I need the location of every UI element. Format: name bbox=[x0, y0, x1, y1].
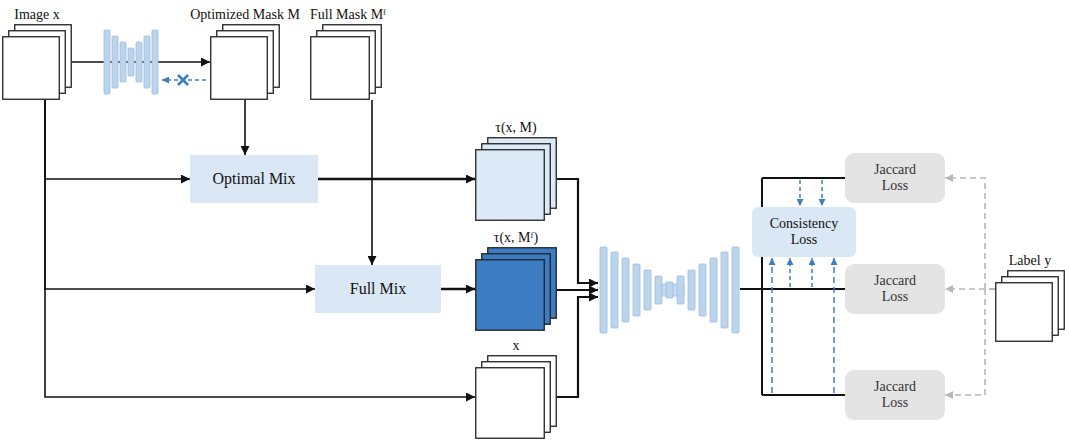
box-label: Consistency Loss bbox=[770, 216, 838, 248]
flow-arrow bbox=[441, 288, 475, 290]
input-line bbox=[557, 297, 598, 397]
cross-mark bbox=[178, 75, 188, 85]
stack-heading: τ(x, M) bbox=[495, 120, 536, 136]
process-box: Consistency Loss bbox=[752, 207, 856, 257]
network-slab bbox=[710, 258, 717, 322]
process-box: Jaccard Loss bbox=[845, 264, 945, 314]
network-slab bbox=[666, 282, 673, 298]
stack-heading: τ(x, Mᶠ) bbox=[494, 230, 538, 246]
network-slab bbox=[732, 247, 739, 333]
consistency-arrow bbox=[811, 258, 813, 287]
box-label: Full Mix bbox=[350, 280, 406, 298]
consistency-arrow bbox=[833, 258, 835, 393]
image-stack: Label y bbox=[995, 270, 1065, 342]
stack-heading: x bbox=[513, 338, 520, 354]
network-slab bbox=[688, 270, 695, 310]
stack-drawing bbox=[475, 355, 557, 439]
process-box: Optimal Mix bbox=[190, 155, 318, 203]
image-stack: Full Mask Mᶠ bbox=[310, 24, 382, 100]
network-slab bbox=[633, 264, 640, 316]
image-sheet bbox=[476, 368, 545, 439]
process-box: Jaccard Loss bbox=[845, 153, 945, 203]
network-slab bbox=[144, 36, 150, 88]
stack-heading: Image x bbox=[14, 7, 59, 23]
input-line bbox=[557, 179, 598, 283]
network-slab bbox=[104, 30, 110, 94]
flow-arrow bbox=[45, 100, 475, 397]
network-slab bbox=[128, 48, 134, 76]
flow-arrow bbox=[244, 100, 246, 155]
network-slab bbox=[622, 258, 629, 322]
network-slab bbox=[721, 252, 728, 328]
supervision-arrow bbox=[945, 288, 995, 290]
box-label: Jaccard Loss bbox=[874, 162, 916, 194]
consistency-arrow bbox=[789, 258, 791, 287]
flow-arrow bbox=[45, 100, 190, 179]
image-sheet bbox=[476, 260, 545, 331]
stack-drawing bbox=[995, 270, 1065, 342]
stack-drawing bbox=[2, 24, 72, 100]
supervision-arrow bbox=[945, 289, 995, 395]
consistency-arrow bbox=[771, 258, 773, 393]
stack-drawing bbox=[475, 247, 557, 331]
box-label: Optimal Mix bbox=[212, 170, 295, 188]
network-slab bbox=[644, 270, 651, 310]
network-slab bbox=[699, 264, 706, 316]
cross-mark bbox=[178, 75, 188, 85]
supervision-arrow bbox=[945, 178, 995, 289]
network-slab bbox=[611, 252, 618, 328]
network-slab bbox=[677, 276, 684, 304]
network-slab bbox=[600, 247, 607, 333]
image-stack: Optimized Mask M bbox=[210, 24, 280, 100]
process-box: Full Mix bbox=[315, 265, 441, 313]
network-slab bbox=[655, 276, 662, 304]
flow-arrow bbox=[371, 100, 373, 265]
box-label: Jaccard Loss bbox=[874, 379, 916, 411]
image-sheet bbox=[476, 150, 545, 221]
network-slab bbox=[120, 42, 126, 82]
consistency-arrow bbox=[821, 180, 823, 206]
stack-drawing bbox=[475, 137, 557, 221]
image-sheet bbox=[211, 37, 268, 100]
image-sheet bbox=[311, 37, 370, 100]
stack-heading: Full Mask Mᶠ bbox=[310, 7, 386, 23]
image-stack: Image x bbox=[2, 24, 72, 100]
stack-heading: Optimized Mask M bbox=[190, 7, 300, 23]
process-box: Jaccard Loss bbox=[845, 370, 945, 420]
stack-drawing bbox=[210, 24, 280, 100]
image-stack: x bbox=[475, 355, 557, 439]
flow-arrow bbox=[318, 178, 475, 180]
network-slab bbox=[152, 30, 158, 94]
stack-heading: Label y bbox=[1009, 253, 1051, 269]
network-slab bbox=[112, 36, 118, 88]
image-sheet bbox=[996, 283, 1053, 342]
stack-drawing bbox=[310, 24, 382, 100]
consistency-arrow bbox=[799, 180, 801, 206]
image-stack: τ(x, Mᶠ) bbox=[475, 247, 557, 331]
network-slab bbox=[136, 42, 142, 82]
box-label: Jaccard Loss bbox=[874, 273, 916, 305]
input-line bbox=[557, 289, 598, 291]
image-stack: τ(x, M) bbox=[475, 137, 557, 221]
image-sheet bbox=[3, 37, 60, 100]
